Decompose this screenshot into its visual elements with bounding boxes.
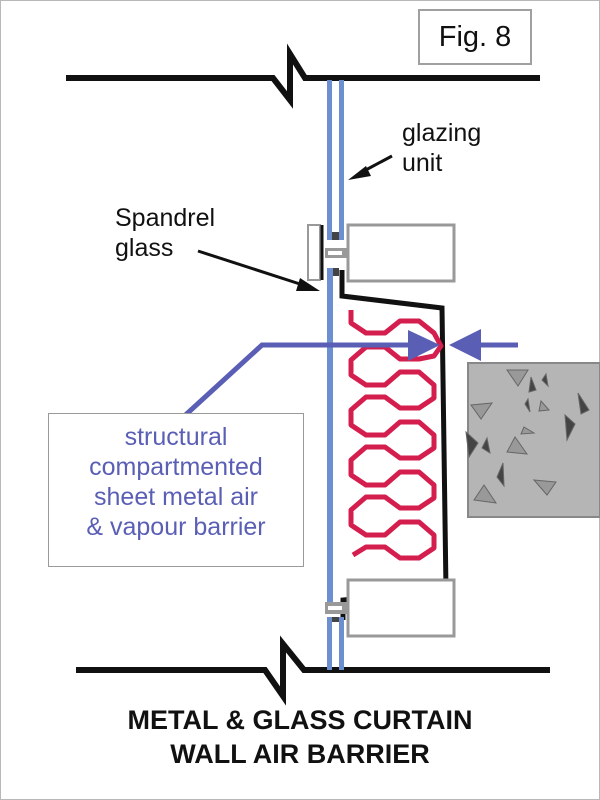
top-floor-line — [66, 43, 540, 109]
glazing-pane-lower-outer — [327, 617, 332, 670]
spandrel-arrowhead — [296, 278, 320, 291]
insulation-batt — [348, 310, 444, 561]
figure-label: Fig. 8 — [418, 9, 532, 65]
spandrel-leader — [197, 249, 304, 287]
air-barrier-arrow-right — [408, 330, 440, 361]
spandrel-glass-pane — [327, 268, 333, 603]
mullion-cap-upper — [307, 224, 321, 281]
spandrel-label-line2: glass — [115, 234, 174, 262]
air-barrier-callout: structural compartmented sheet metal air… — [48, 413, 304, 567]
figure-title-line1: METAL & GLASS CURTAIN — [127, 705, 473, 735]
glazing-spacer — [332, 232, 339, 240]
spandrel-glass-label: Spandrel glass — [115, 203, 215, 263]
callout-line: sheet metal air — [94, 483, 258, 511]
concrete-aggregate — [465, 369, 590, 504]
glazing-pane-lower-inner — [339, 617, 344, 670]
callout-line: compartmented — [89, 453, 263, 481]
glazing-unit-arrowhead — [348, 166, 371, 180]
callout-line: & vapour barrier — [86, 513, 266, 541]
callout-leader-line — [178, 342, 408, 422]
glazing-unit-label: glazing unit — [402, 118, 481, 178]
glazing-pane-inner — [339, 80, 344, 240]
air-barrier-arrow-left — [449, 329, 481, 361]
glazing-unit-label-line2: unit — [402, 149, 443, 177]
bottom-floor-line — [76, 635, 550, 706]
glazing-pane-outer — [327, 80, 332, 240]
callout-line: structural — [124, 423, 228, 451]
sheet-metal-backpan — [339, 270, 449, 620]
transom-lower — [346, 578, 456, 638]
glazing-unit-label-line1: glazing — [402, 119, 482, 147]
transom-upper — [346, 223, 456, 283]
spandrel-spacer — [333, 268, 339, 276]
figure-title-line2: WALL AIR BARRIER — [170, 739, 430, 769]
spandrel-label-line1: Spandrel — [115, 204, 216, 232]
